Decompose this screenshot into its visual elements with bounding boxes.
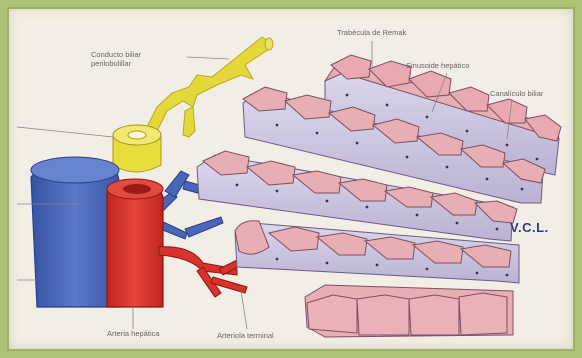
label-conducto-line2: perilobulillar (91, 60, 131, 69)
label-arteriola-terminal: Arteriola terminal (217, 332, 274, 341)
label-canaliculo: Canalículo biliar (490, 90, 543, 99)
label-sinusoide: Sinusoide hepático (406, 62, 469, 71)
label-vcl: V.C.L. (510, 220, 549, 235)
label-trabecula: Trabécula de Remak (337, 29, 406, 38)
label-arteria-hepatica: Arteria hepática (107, 330, 160, 339)
